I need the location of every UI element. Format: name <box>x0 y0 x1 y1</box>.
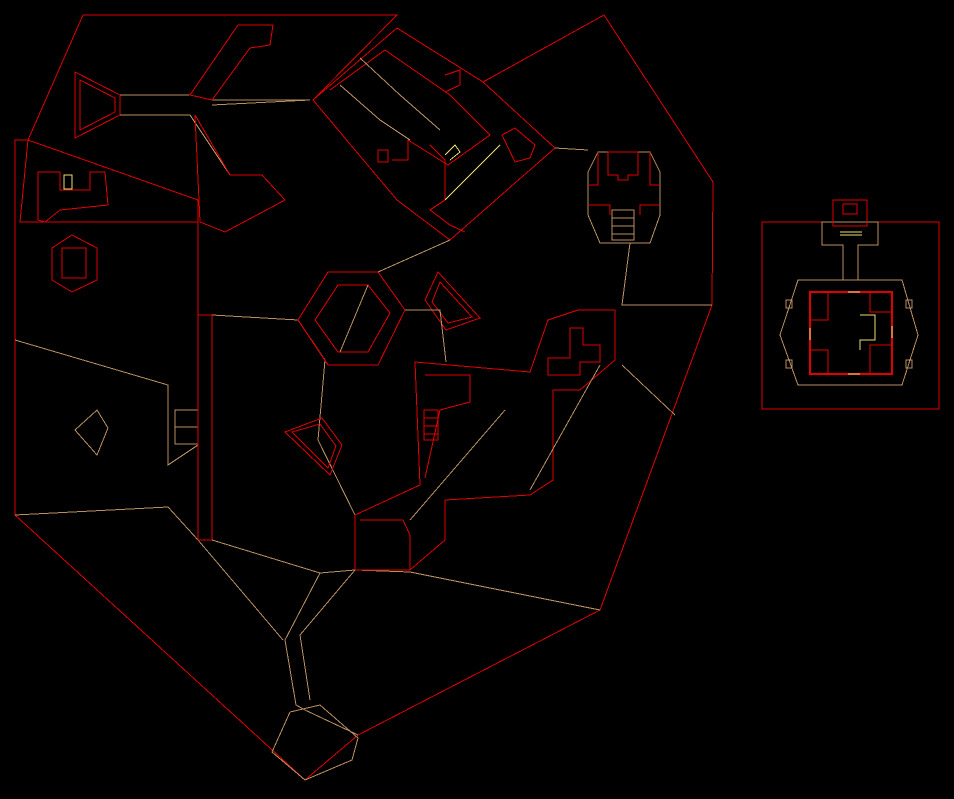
nw-corridor-lower <box>120 114 286 233</box>
separate-room-core-inner-2 <box>869 292 892 313</box>
ne-building-inner-1 <box>329 49 491 166</box>
nw-wedge-room <box>74 71 121 139</box>
link-lines-7 <box>284 572 359 736</box>
west-step-block <box>63 174 73 190</box>
sw-floor-edge <box>14 506 284 641</box>
east-stairs-walls-2 <box>649 152 660 186</box>
link-lines-8 <box>299 569 356 701</box>
south-corridor-inner <box>360 519 411 570</box>
outer-boundary-west <box>14 14 714 781</box>
east-stairs-walls <box>588 152 599 186</box>
separate-room-core-inner-1 <box>810 292 829 321</box>
link-lines-2 <box>377 239 451 273</box>
separate-room-core-inner-3 <box>810 349 829 374</box>
separate-room-core <box>809 291 893 375</box>
ne-corridor-lines <box>359 57 441 131</box>
triangle-room-inner <box>431 281 473 324</box>
sw-triangle-outer <box>284 417 343 476</box>
ne-small-box <box>377 149 389 163</box>
east-tower-top <box>607 151 639 181</box>
link-lines <box>211 99 311 106</box>
west-hex-pillar <box>51 234 98 293</box>
separate-room-entry <box>821 221 879 281</box>
east-stairs-walls-3 <box>588 204 611 215</box>
west-alcove <box>19 139 199 223</box>
hex-ring-cut <box>339 284 369 353</box>
center-corridor <box>354 309 616 571</box>
east-stairs-room <box>587 151 661 244</box>
diagonal-ramp <box>529 364 601 491</box>
link-lines-3 <box>554 147 589 151</box>
nw-corridor <box>120 24 310 101</box>
separate-room-corner-2 <box>905 299 913 309</box>
link-lines-4 <box>621 242 712 306</box>
west-hex-inner <box>61 247 87 279</box>
separate-room-corner-4 <box>905 359 913 369</box>
separate-room-top-inner <box>842 203 858 215</box>
separate-room-corner-1 <box>785 299 793 309</box>
ne-corridor-2 <box>429 144 466 233</box>
east-stairs <box>611 209 635 241</box>
south-floor <box>211 539 601 611</box>
cross-room <box>547 327 601 376</box>
separate-room-special-2 <box>859 314 876 350</box>
east-stairs-walls-4 <box>639 204 660 215</box>
south-tip-room <box>271 704 359 781</box>
separate-room-corner-3 <box>785 359 793 369</box>
ne-building <box>312 27 556 241</box>
hex-ring-inner <box>314 284 391 353</box>
triangle-room-outer <box>424 271 481 331</box>
sw-diamond <box>74 409 109 456</box>
diagonal-ramp-2 <box>409 409 506 521</box>
nw-top-arm <box>189 24 274 101</box>
center-stairs <box>423 409 439 441</box>
separate-room-top-box <box>832 199 868 227</box>
hex-ring-outer <box>297 271 406 366</box>
ne-special-line <box>444 144 461 161</box>
sw-triangle-inner <box>291 423 337 469</box>
nw-wedge-inner <box>79 79 116 131</box>
center-corridor-inner <box>424 374 471 479</box>
central-west-wall <box>197 222 213 541</box>
link-lines-5 <box>621 364 676 416</box>
separate-room-map <box>761 199 940 410</box>
ne-corridor <box>444 69 461 93</box>
outer-boundary <box>83 14 399 101</box>
west-stairs-room <box>37 171 109 223</box>
ne-diag <box>444 144 501 201</box>
separate-room-hex <box>779 279 919 386</box>
sw-divider <box>14 339 199 466</box>
ne-corridor-lines-2 <box>339 84 411 141</box>
main-area-map <box>14 14 714 781</box>
separate-room-core-inner-4 <box>869 344 892 374</box>
ne-right-box <box>501 127 536 163</box>
nw-star-arm <box>194 114 286 233</box>
link-lines-6 <box>405 309 447 363</box>
